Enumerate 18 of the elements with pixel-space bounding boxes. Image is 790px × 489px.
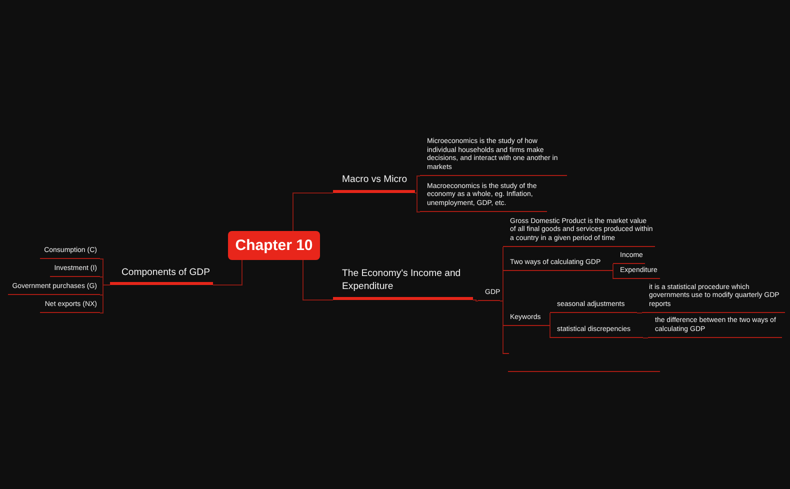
connector-line (414, 192, 420, 212)
connector-line (500, 270, 504, 302)
connector-line (472, 300, 478, 302)
topic: Macro vs Micro (333, 173, 415, 193)
connector-line (302, 260, 334, 300)
empty-topic-line (508, 371, 660, 372)
connector-line (636, 312, 642, 314)
connector-line (612, 264, 614, 272)
connector-line (414, 176, 420, 194)
connector-line (612, 270, 614, 280)
connector-line (212, 260, 242, 286)
connector-line (500, 300, 504, 354)
connector-line (292, 192, 334, 232)
empty-topic-line (503, 353, 509, 354)
connector-line (100, 284, 110, 314)
topic: Components of GDP (110, 265, 213, 285)
central-topic: Chapter 10 (228, 231, 320, 260)
topic: The Economy's Income and Expenditure (333, 268, 473, 300)
